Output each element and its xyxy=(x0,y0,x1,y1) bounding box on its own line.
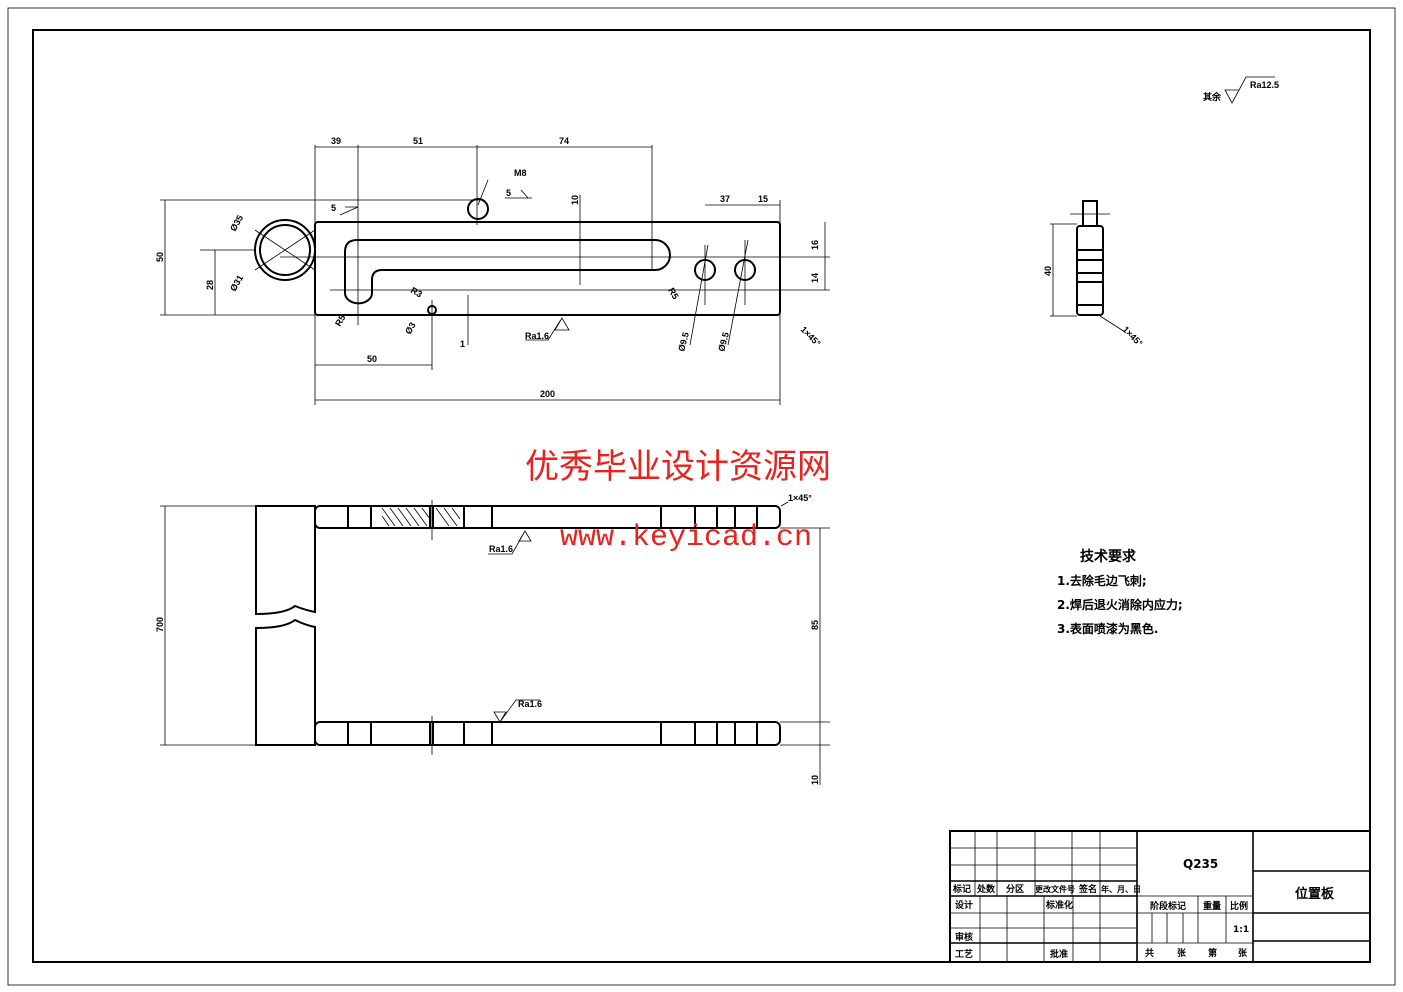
bottom-bar xyxy=(314,721,781,746)
top-view: 39 51 74 37 15 50 28 10 16 14 1 50 200 Ø… xyxy=(155,136,830,405)
tech-requirements-title: 技术要求 xyxy=(1080,548,1137,565)
side-body xyxy=(1076,225,1104,316)
label-chamfer-side: 1×45° xyxy=(1121,324,1145,348)
weld-5-tube: 5 xyxy=(331,203,336,213)
tube-inner xyxy=(259,224,311,276)
plate-outline xyxy=(314,221,781,316)
header-zone: 分区 xyxy=(1006,883,1024,895)
label-stage-mark: 阶段标记 xyxy=(1150,900,1186,912)
side-block xyxy=(255,505,316,746)
l-slot xyxy=(344,239,671,305)
label-approve: 批准 xyxy=(1050,948,1068,960)
material: Q235 xyxy=(1183,857,1218,871)
m8-nut xyxy=(467,198,489,220)
top-bar xyxy=(314,505,781,529)
header-sign: 签名 xyxy=(1078,883,1097,895)
dim-15: 15 xyxy=(758,194,768,204)
dim-50-height: 50 xyxy=(155,252,165,262)
sheet-unit-1: 张 xyxy=(1177,947,1187,959)
watermark-url: www.keyicad.cn xyxy=(560,521,812,555)
dim-50: 50 xyxy=(367,354,377,364)
label-phi3: Ø3 xyxy=(403,321,418,336)
outer-border xyxy=(7,7,1396,986)
label-m8: M8 xyxy=(514,168,527,178)
label-chamfer-front: 1×45° xyxy=(788,493,812,503)
dim-200: 200 xyxy=(540,389,555,399)
dim-14: 14 xyxy=(810,273,820,283)
label-ra1-6: Ra1.6 xyxy=(525,331,549,341)
header-mark: 标记 xyxy=(952,883,971,895)
label-process: 工艺 xyxy=(955,948,973,960)
section-hatch xyxy=(381,507,461,527)
tech-requirement-3: 3.表面喷漆为黑色. xyxy=(1057,621,1158,636)
header-count: 处数 xyxy=(976,883,996,895)
dim-74: 74 xyxy=(559,136,569,146)
sheet-number: 第 xyxy=(1208,947,1217,959)
title-block: Q235 位置板 标记 处数 分区 更改文件号 签名 年、月、日 设计 标准化 … xyxy=(949,830,1371,963)
watermark-title: 优秀毕业设计资源网 xyxy=(525,447,831,487)
roughness-symbol xyxy=(525,317,570,341)
dim-37: 37 xyxy=(720,194,730,204)
label-standardization: 标准化 xyxy=(1045,899,1073,911)
roughness-value: Ra12.5 xyxy=(1250,80,1279,90)
dim-10-bottom: 10 xyxy=(810,775,820,785)
label-ra-top: Ra1.6 xyxy=(489,544,513,554)
dim-39: 39 xyxy=(331,136,341,146)
part-name: 位置板 xyxy=(1295,886,1335,902)
dim-51: 51 xyxy=(413,136,423,146)
inner-border xyxy=(32,29,1371,963)
label-r5: R5 xyxy=(333,313,347,328)
bar-segment-lines xyxy=(347,506,758,745)
label-ra-bottom: Ra1.6 xyxy=(518,699,542,709)
side-view: 40 1×45° xyxy=(1043,200,1145,349)
label-r5-end: R5 xyxy=(666,286,680,301)
front-view: 700 85 10 Ra1.6 Ra1.6 1×45° xyxy=(155,493,830,785)
dim-10: 10 xyxy=(570,195,580,205)
roughness-note: 其余 Ra12.5 xyxy=(1203,76,1279,104)
scale-value: 1:1 xyxy=(1233,925,1249,935)
sheet-total: 共 xyxy=(1145,947,1154,959)
label-phi35: Ø35 xyxy=(228,213,245,233)
dim-700: 700 xyxy=(155,617,165,632)
label-r3: R3 xyxy=(409,285,424,299)
label-scale: 比例 xyxy=(1230,900,1248,912)
dim-85: 85 xyxy=(810,620,820,630)
tech-requirement-2: 2.焊后退火消除内应力; xyxy=(1057,597,1183,612)
label-weight: 重量 xyxy=(1203,900,1221,912)
weld-5-nut: 5 xyxy=(506,188,511,198)
dim-16: 16 xyxy=(810,240,820,250)
header-change-doc: 更改文件号 xyxy=(1035,884,1075,894)
roughness-prefix: 其余 xyxy=(1203,91,1222,103)
dim-40: 40 xyxy=(1043,266,1053,276)
label-chamfer: 1×45° xyxy=(799,324,823,348)
label-phi9-5-a: Ø9.5 xyxy=(676,331,691,352)
label-phi31: Ø31 xyxy=(228,273,245,293)
tech-requirement-1: 1.去除毛边飞刺; xyxy=(1057,573,1147,588)
dim-1: 1 xyxy=(460,339,465,349)
tech-requirements: 技术要求 1.去除毛边飞刺; 2.焊后退火消除内应力; 3.表面喷漆为黑色. xyxy=(1057,548,1183,636)
header-date: 年、月、日 xyxy=(1101,884,1141,894)
label-design: 设计 xyxy=(955,899,973,911)
label-phi9-5-b: Ø9.5 xyxy=(716,331,731,352)
dim-28: 28 xyxy=(205,280,215,290)
label-review: 审核 xyxy=(955,931,973,943)
sheet-unit-2: 张 xyxy=(1238,947,1248,959)
